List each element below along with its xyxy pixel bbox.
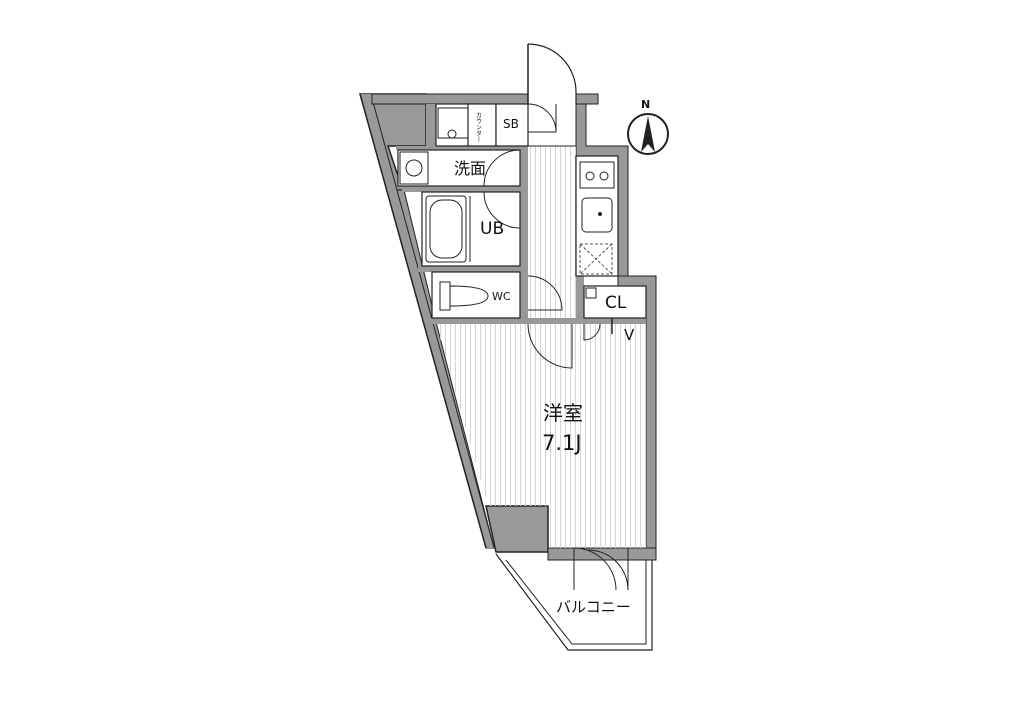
north-compass: N [627, 98, 669, 155]
shoebox-label: SB [503, 117, 519, 131]
closet-label: CL [605, 293, 627, 313]
bath-label: UB [480, 219, 504, 239]
washroom-upper: カウンター SB [435, 103, 557, 147]
vent-label: V [624, 326, 635, 344]
bathtub-icon [425, 195, 467, 263]
western-room-size: 7.1J [542, 431, 582, 455]
compass-label: N [641, 98, 650, 111]
southwest-column [485, 505, 549, 553]
toilet-label: WC [492, 290, 511, 303]
hallway [528, 146, 576, 318]
exterior-walls [358, 93, 657, 561]
balcony-label: バルコニー [556, 598, 631, 616]
western-room-name: 洋室 [543, 401, 583, 425]
toilet-room: WC [431, 271, 563, 319]
balcony: バルコニー [495, 547, 653, 651]
north-wall [371, 93, 529, 105]
unit-bath: UB [421, 191, 521, 267]
washroom-label: 洗面 [454, 159, 486, 178]
toilet-icon [439, 281, 489, 311]
compass-ring-icon [627, 113, 669, 155]
counter [467, 103, 497, 147]
north-arrow-icon [641, 116, 655, 152]
shoebox [495, 103, 529, 147]
closet: CL [583, 285, 647, 319]
sink-icon [581, 197, 613, 233]
washroom: 洗面 [397, 149, 521, 187]
entry-door [527, 43, 577, 104]
washbasin-icon [399, 151, 429, 185]
fridge-space-icon [579, 243, 613, 275]
kitchen [575, 155, 619, 277]
counter-label: カウンター [475, 112, 482, 142]
stove-icon [579, 161, 615, 189]
western-room: V 洋室 7.1J [436, 318, 646, 548]
